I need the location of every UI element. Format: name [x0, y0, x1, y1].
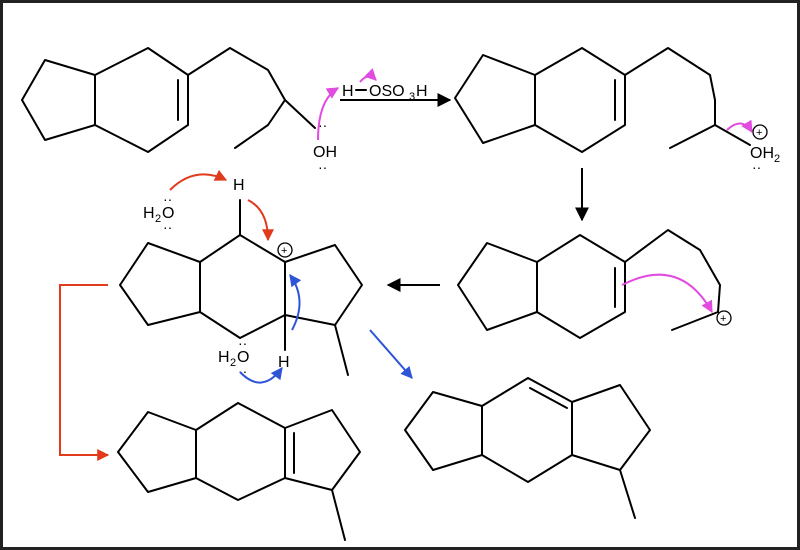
svg-text:··: ·· — [238, 363, 247, 379]
reagent-sub3: 3 — [409, 91, 415, 103]
svg-text:··: ·· — [163, 219, 172, 235]
product-blue — [404, 377, 651, 519]
reagent-h: H — [342, 83, 354, 100]
oh2-group: + OH 2 ·· — [750, 124, 780, 175]
water-left: H 2 O ·· ·· — [143, 191, 174, 235]
water-bottom: H 2 O ·· ·· — [218, 335, 249, 379]
plus-charge-oh2 — [752, 124, 768, 140]
reagent-sulfuric-acid: H OSO 3 H — [342, 83, 428, 103]
lone-pair-top: ·· — [318, 117, 327, 133]
product-red — [117, 402, 361, 541]
svg-text:··: ·· — [163, 191, 172, 207]
arrow-bond-break — [359, 68, 377, 83]
arrow-water-takes-h-top — [169, 169, 228, 191]
oh2-label: OH — [750, 145, 774, 162]
svg-text:··: ·· — [238, 335, 247, 351]
molecule-starting-alcohol — [21, 47, 316, 153]
arrow-bond-to-cation-top — [247, 199, 274, 242]
oh-label: OH — [313, 144, 337, 161]
svg-text:2: 2 — [230, 357, 236, 369]
h-top-label: H — [233, 177, 245, 194]
arrow-oh-attacks-h — [317, 87, 340, 141]
svg-text:2: 2 — [155, 213, 161, 225]
reagent-h-tail: H — [416, 83, 428, 100]
svg-text:O: O — [237, 349, 249, 366]
h-bottom-label: H — [278, 354, 290, 371]
lone-pair-bottom: ·· — [318, 159, 327, 175]
reagent-oso: OSO — [369, 83, 405, 100]
plus-sign-open: + — [720, 313, 726, 325]
plus-sign-oh2: + — [756, 127, 762, 139]
svg-text:O: O — [162, 205, 174, 222]
arrow-red-pathway — [59, 284, 110, 461]
arrow-water-leaves — [726, 119, 753, 134]
molecule-tricyclic-cation — [119, 199, 363, 376]
svg-text:H: H — [143, 205, 155, 222]
charge-open-cation: + — [716, 310, 732, 326]
oh-group-start: ·· OH ·· — [313, 117, 337, 175]
arrow-bond-to-cation-bottom — [289, 274, 302, 331]
molecule-protonated-alcohol — [454, 47, 751, 153]
arrow-blue-pathway — [369, 329, 413, 379]
oh2-sub: 2 — [774, 153, 780, 165]
plus-sign-tertiary: + — [281, 245, 287, 257]
lone-pair-oh2: ·· — [752, 159, 761, 175]
arrow-ring-closure — [621, 273, 713, 314]
tricyclic-labels: H + H — [233, 177, 293, 371]
molecule-carbocation-open — [457, 229, 721, 339]
svg-text:H: H — [218, 349, 230, 366]
arrow-water-takes-h-bottom — [239, 367, 283, 384]
